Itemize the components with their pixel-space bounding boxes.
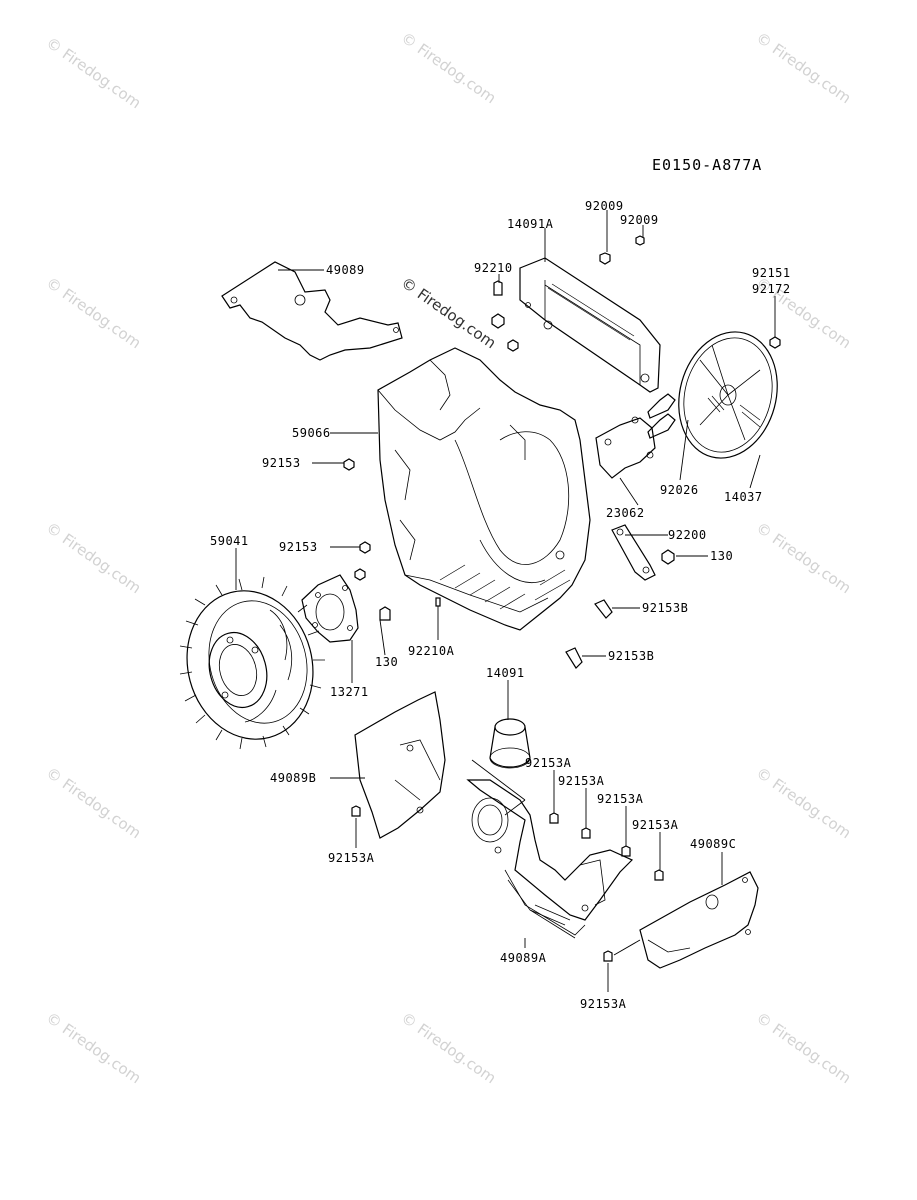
label-14091A: 14091A xyxy=(507,217,554,231)
part-14091A-cover xyxy=(519,257,661,393)
label-92153B-lower: 92153B xyxy=(608,649,654,663)
label-92009-b: 92009 xyxy=(620,213,659,227)
watermark: © Firedog.com xyxy=(43,34,145,113)
label-92026: 92026 xyxy=(660,483,699,497)
bolt-130-plate xyxy=(354,568,391,621)
label-14037: 14037 xyxy=(724,490,763,504)
label-92153-b: 92153 xyxy=(279,540,318,554)
label-92153A-4: 92153A xyxy=(632,818,679,832)
label-92210: 92210 xyxy=(474,261,513,275)
part-23062-bracket xyxy=(595,416,656,479)
label-92151: 92151 xyxy=(752,266,791,280)
label-92153A-6: 92153A xyxy=(580,997,627,1011)
label-23062: 23062 xyxy=(606,506,645,520)
label-92153-a: 92153 xyxy=(262,456,301,470)
watermark: © Firedog.com xyxy=(753,764,855,843)
bolt-92210-group xyxy=(491,280,519,352)
bolt-92153A-left xyxy=(351,805,361,817)
label-49089B: 49089B xyxy=(270,771,316,785)
watermark: © Firedog.com xyxy=(753,1009,855,1088)
bolt-92151 xyxy=(769,336,781,349)
label-59041: 59041 xyxy=(210,534,249,548)
bolt-92153-b xyxy=(359,541,371,554)
part-49089B-shroud xyxy=(354,691,446,839)
label-130-b: 130 xyxy=(375,655,398,669)
part-49089C-shroud xyxy=(639,871,759,969)
bolts-92153A-center xyxy=(549,812,664,962)
watermark: © Firedog.com xyxy=(43,519,145,598)
watermark: © Firedog.com xyxy=(398,29,500,108)
part-92200-link xyxy=(611,524,675,581)
bolt-92153B-lower xyxy=(565,647,583,669)
part-59066-housing xyxy=(377,347,591,631)
label-49089C: 49089C xyxy=(690,837,736,851)
part-59041-fan xyxy=(179,576,325,750)
watermark: © Firedog.com xyxy=(398,1009,500,1088)
leader-lines xyxy=(235,210,776,992)
label-49089A: 49089A xyxy=(500,951,547,965)
part-14037-screen xyxy=(678,331,778,459)
label-59066: 59066 xyxy=(292,426,331,440)
part-92026-washer xyxy=(647,393,676,439)
center-watermark: © Firedog.com xyxy=(398,274,500,353)
label-92153B-upper: 92153B xyxy=(642,601,688,615)
watermark: © Firedog.com xyxy=(753,519,855,598)
watermark: © Firedog.com xyxy=(43,1009,145,1088)
watermark: © Firedog.com xyxy=(43,764,145,843)
label-13271: 13271 xyxy=(330,685,369,699)
bolt-92009-group xyxy=(599,235,645,265)
pin-92210A xyxy=(435,597,441,607)
watermark: © Firedog.com xyxy=(43,274,145,353)
bolt-92153B-upper xyxy=(594,599,613,619)
label-92009-a: 92009 xyxy=(585,199,624,213)
part-14091-collar xyxy=(489,718,531,769)
watermark: © Firedog.com xyxy=(753,29,855,108)
label-49089: 49089 xyxy=(326,263,365,277)
part-49089-plate xyxy=(221,261,403,361)
label-92153A-5: 92153A xyxy=(328,851,375,865)
label-14091: 14091 xyxy=(486,666,525,680)
label-92153A-2: 92153A xyxy=(558,774,605,788)
part-labels: 49089 14091A 92009 92009 92210 92151 921… xyxy=(210,199,791,1011)
label-92210A: 92210A xyxy=(408,644,455,658)
label-92153A-1: 92153A xyxy=(525,756,572,770)
part-13271-plate xyxy=(301,574,359,643)
part-49089A-bracket xyxy=(466,779,634,939)
diagram-code: E0150-A877A xyxy=(652,156,762,174)
label-92153A-3: 92153A xyxy=(597,792,644,806)
bolt-92153-a xyxy=(343,458,355,471)
label-92172: 92172 xyxy=(752,282,791,296)
label-130-a: 130 xyxy=(710,549,733,563)
label-92200: 92200 xyxy=(668,528,707,542)
